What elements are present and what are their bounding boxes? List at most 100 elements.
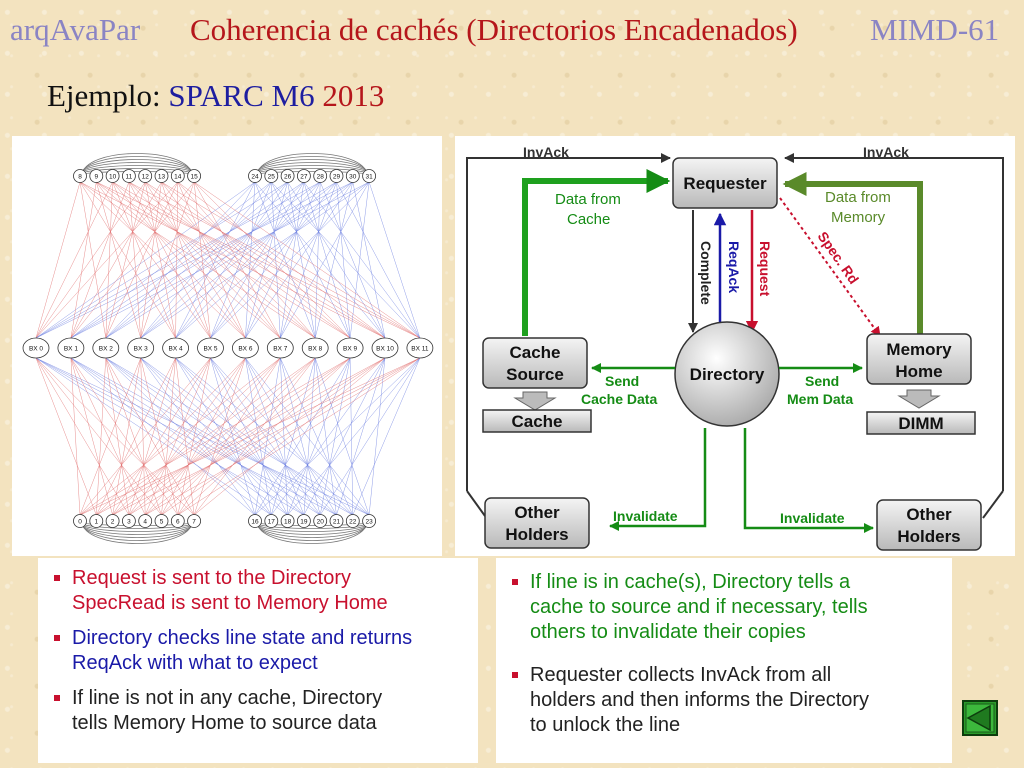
invack-right-label: InvAck xyxy=(863,144,909,160)
subtitle-year: 2013 xyxy=(322,78,385,113)
svg-text:29: 29 xyxy=(333,174,341,181)
dimm-exchange-icon xyxy=(897,389,941,409)
left-bullet-1-line-2: SpecRead is sent to Memory Home xyxy=(72,592,388,614)
cpu-node: 19 xyxy=(296,514,311,528)
svg-text:9: 9 xyxy=(94,174,98,181)
bx-switch-node: BX 0 xyxy=(22,337,50,359)
svg-text:10: 10 xyxy=(109,174,117,181)
svg-text:30: 30 xyxy=(349,174,357,181)
bullet-marker xyxy=(512,579,518,585)
data-from-memory-label-2: Memory xyxy=(831,209,886,226)
cpu-node: 12 xyxy=(138,169,153,183)
svg-text:2: 2 xyxy=(111,519,115,526)
invalidate-right-label: Invalidate xyxy=(780,510,845,526)
cpu-node: 8 xyxy=(73,169,87,183)
left-bullet-2-line-1: Directory checks line state and returns xyxy=(72,627,413,649)
svg-text:24: 24 xyxy=(251,174,259,181)
data-from-memory-arrow xyxy=(782,172,923,334)
svg-text:BX 11: BX 11 xyxy=(411,346,429,353)
left-bullet-box: Request is sent to the Directory SpecRea… xyxy=(38,558,478,763)
previous-slide-icon[interactable] xyxy=(962,700,998,736)
requester-box xyxy=(672,157,778,209)
other-holders-left-label-2: Holders xyxy=(505,525,568,544)
cpu-node: 6 xyxy=(170,514,185,528)
cpu-node: 27 xyxy=(296,169,311,183)
data-from-cache-label-2: Cache xyxy=(567,211,610,228)
svg-text:5: 5 xyxy=(160,519,164,526)
slide-number: MIMD-61 xyxy=(870,12,1000,47)
right-bullet-1: If line is in cache(s), Directory tells … xyxy=(496,570,952,645)
svg-text:28: 28 xyxy=(317,174,325,181)
send-cache-data-label-2: Cache Data xyxy=(581,391,657,407)
invack-left-label: InvAck xyxy=(523,144,569,160)
svg-text:BX 2: BX 2 xyxy=(99,346,113,353)
svg-text:25: 25 xyxy=(268,174,276,181)
svg-text:12: 12 xyxy=(142,174,150,181)
cpu-node: 30 xyxy=(345,169,360,183)
bx-switch-node: BX 2 xyxy=(92,337,120,359)
cpu-node: 4 xyxy=(138,514,153,528)
left-bullet-3-line-1: If line is not in any cache, Directory xyxy=(72,687,383,709)
cache-box xyxy=(482,409,592,433)
invalidate-right-arrow xyxy=(743,428,874,533)
bullet-marker xyxy=(54,695,60,701)
bx-switch-node: BX 11 xyxy=(406,337,434,359)
cpu-node: 22 xyxy=(345,514,360,528)
memory-home-label-1: Memory xyxy=(886,340,952,359)
complete-label: Complete xyxy=(698,241,714,305)
svg-text:BX 0: BX 0 xyxy=(29,346,43,353)
directory-node xyxy=(674,321,780,427)
dimm-label: DIMM xyxy=(898,414,943,433)
bx-switch-node: BX 4 xyxy=(162,337,190,359)
svg-text:6: 6 xyxy=(176,519,180,526)
cpu-node: 5 xyxy=(154,514,169,528)
svg-text:7: 7 xyxy=(192,519,196,526)
svg-text:18: 18 xyxy=(284,519,292,526)
bullet-marker xyxy=(54,635,60,641)
cpu-node: 3 xyxy=(122,514,136,528)
directory-flow-panel: InvAck InvAck Data from Cache Data from … xyxy=(455,136,1015,556)
subtitle-prefix: Ejemplo: xyxy=(47,78,161,113)
cpu-node: 25 xyxy=(264,169,279,183)
cpu-node: 20 xyxy=(313,514,328,528)
cpu-node: 29 xyxy=(329,169,344,183)
bx-switch-node: BX 6 xyxy=(231,337,259,359)
other-holders-right-label-2: Holders xyxy=(897,527,960,546)
svg-text:15: 15 xyxy=(190,174,198,181)
invalidate-left-label: Invalidate xyxy=(613,508,678,524)
svg-text:BX 4: BX 4 xyxy=(169,346,183,353)
cpu-node: 21 xyxy=(329,514,344,528)
bx-switch-node: BX 5 xyxy=(197,337,224,359)
svg-text:1: 1 xyxy=(94,519,98,526)
svg-text:27: 27 xyxy=(300,174,308,181)
right-bullet-1-line-1: If line is in cache(s), Directory tells … xyxy=(530,571,851,593)
right-bullet-1-line-2: cache to source and if necessary, tells xyxy=(530,596,868,618)
data-from-cache-label-1: Data from xyxy=(555,191,621,208)
send-cache-data-label-1: Send xyxy=(605,373,639,389)
cpu-node: 17 xyxy=(264,514,279,528)
slide-title: Coherencia de cachés (Directorios Encade… xyxy=(190,12,798,47)
svg-text:BX 1: BX 1 xyxy=(64,346,78,353)
directory-flow-diagram: InvAck InvAck Data from Cache Data from … xyxy=(466,144,1004,551)
bx-switch-node: BX 7 xyxy=(266,337,294,359)
left-bullet-1-line-1: Request is sent to the Directory xyxy=(72,567,352,589)
svg-text:BX 7: BX 7 xyxy=(273,346,287,353)
cpu-node: 2 xyxy=(105,514,120,528)
right-bullet-2-line-3: to unlock the line xyxy=(530,714,681,736)
left-bullet-3-line-2: tells Memory Home to source data xyxy=(72,712,377,734)
cache-exchange-icon xyxy=(513,391,557,411)
cpu-node: 11 xyxy=(122,169,136,183)
cpu-node: 23 xyxy=(362,514,377,528)
cache-source-label-1: Cache xyxy=(509,343,560,362)
svg-text:BX 3: BX 3 xyxy=(134,346,148,353)
left-bullet-3: If line is not in any cache, Directory t… xyxy=(38,686,478,736)
invack-left-arrow xyxy=(466,153,671,491)
svg-text:BX 10: BX 10 xyxy=(376,346,394,353)
other-holders-left-label-1: Other xyxy=(514,503,560,522)
cpu-node: 9 xyxy=(89,169,104,183)
bx-switch-node: BX 9 xyxy=(336,337,364,359)
invack-right-arrow xyxy=(784,153,1004,491)
right-bullet-box: If line is in cache(s), Directory tells … xyxy=(496,558,952,763)
